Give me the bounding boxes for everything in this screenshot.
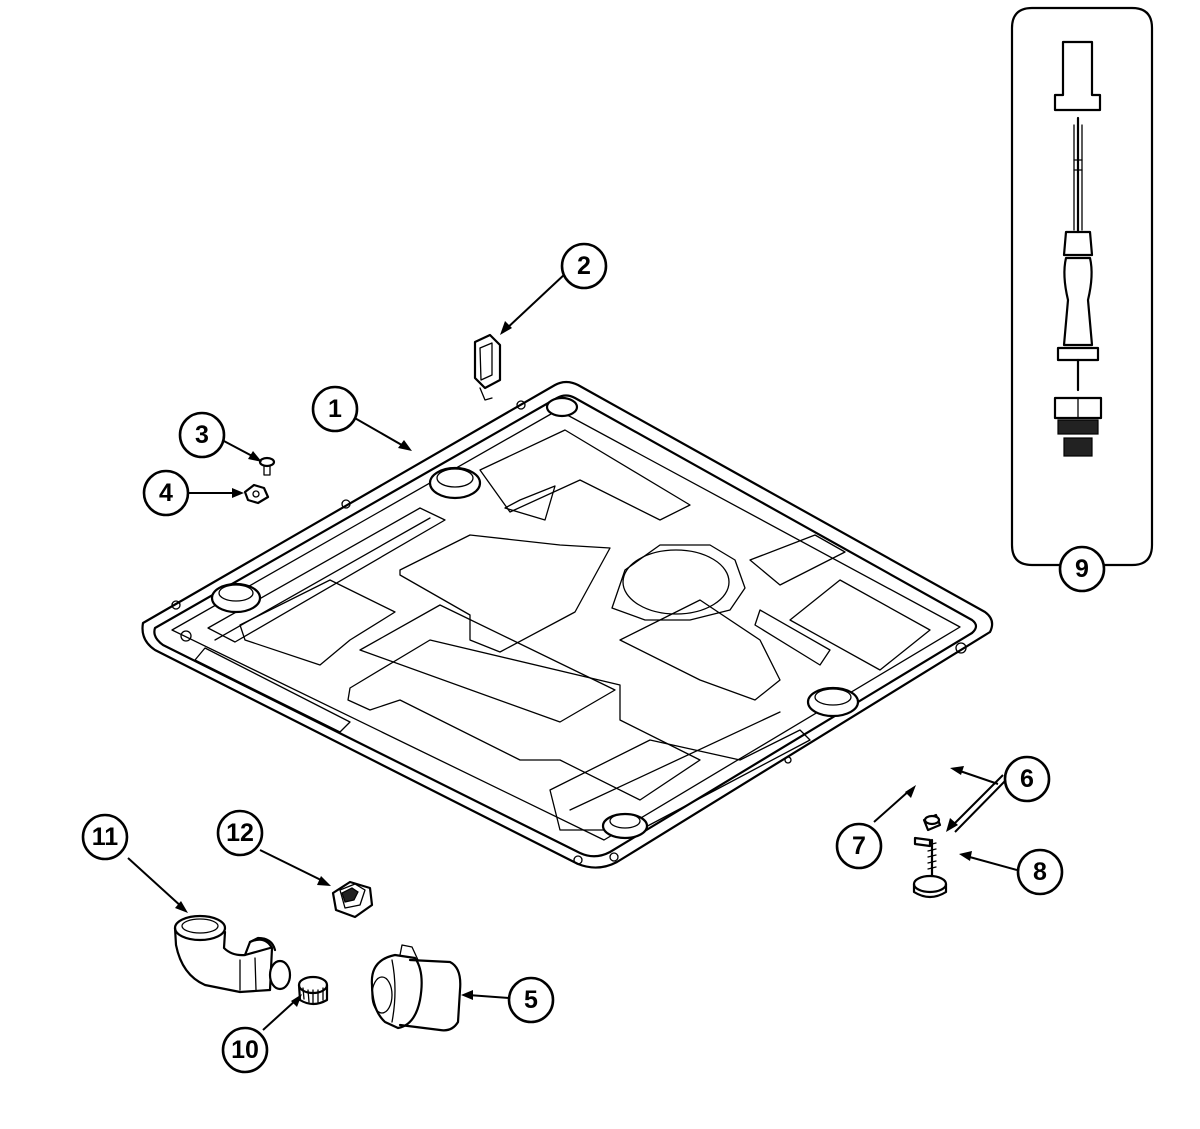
callout-10-label: 10	[231, 1036, 259, 1064]
callout-8-label: 8	[1033, 858, 1047, 886]
callout-11: 11	[81, 813, 129, 861]
callout-6: 6	[1003, 755, 1051, 803]
callout-1-label: 1	[328, 395, 342, 423]
callout-2: 2	[560, 242, 608, 290]
callout-12-label: 12	[226, 819, 254, 847]
callout-11-label: 11	[92, 823, 119, 851]
callout-7-label: 7	[852, 832, 866, 860]
drain-elbow-part	[173, 914, 292, 994]
callout-7: 7	[835, 822, 883, 870]
nut-clip-part	[243, 483, 270, 505]
callout-12: 12	[216, 809, 264, 857]
pump-part	[370, 944, 462, 1032]
callout-6-label: 6	[1020, 765, 1034, 793]
callout-1: 1	[311, 385, 359, 433]
callout-5-label: 5	[524, 986, 538, 1014]
callout-4-label: 4	[159, 479, 173, 507]
callout-2-label: 2	[577, 252, 591, 280]
callout-9: 9	[1058, 545, 1106, 593]
callout-9-label: 9	[1075, 555, 1089, 583]
base-pan	[141, 380, 994, 869]
callout-8: 8	[1016, 848, 1064, 896]
leveling-foot-part	[912, 813, 948, 899]
leader-lines	[127, 272, 1018, 1031]
screw-part	[258, 456, 276, 476]
callout-4: 4	[142, 469, 190, 517]
grommet-part	[331, 880, 374, 919]
callout-5: 5	[507, 976, 555, 1024]
clip-part	[473, 333, 502, 401]
callout-3-label: 3	[195, 421, 209, 449]
callout-3: 3	[178, 411, 226, 459]
callout-10: 10	[221, 1026, 269, 1074]
hose-clamp-part	[297, 975, 329, 1006]
damper-strut-assembly	[1010, 6, 1154, 567]
